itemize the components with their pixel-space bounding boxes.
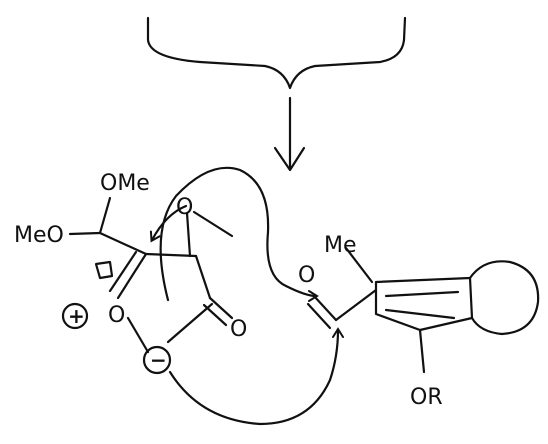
curly-brace [146, 16, 407, 90]
bond-c3-o-double-a [208, 296, 234, 320]
label-me: Me [324, 233, 357, 258]
bond-ring-or [418, 328, 426, 374]
plus-charge-circle [61, 302, 89, 330]
fused-ring-circle [468, 260, 540, 336]
plus-charge: + [68, 304, 85, 328]
aromatic-ring [374, 276, 474, 332]
minus-charge-circle [142, 345, 172, 375]
pi-bond-squiggle [94, 260, 114, 280]
curved-arrow-top [159, 166, 319, 302]
aromatic-double-2 [384, 308, 456, 320]
bond-c2-epoxide-o [185, 211, 192, 258]
label-ome: OMe [100, 171, 150, 196]
label-epoxide-o: O [176, 195, 193, 220]
label-or: OR [410, 385, 443, 410]
bond-ring-me [344, 246, 374, 284]
bond-ringo-c3 [126, 316, 150, 354]
bond-ketone-c-o-b [306, 302, 332, 330]
bond-ketone-c-o [312, 294, 338, 322]
curved-arrow-bottom [168, 327, 344, 426]
bond-epoxide-o-c [192, 210, 234, 238]
bond-c1-o-double-a [116, 252, 148, 300]
bond-c-c1 [98, 231, 148, 256]
bond-c1-o-double-b [108, 250, 138, 293]
label-ketone-o: O [298, 263, 315, 288]
label-ring-o: O [108, 303, 125, 328]
bond-c-ome [98, 196, 112, 235]
bond-meo-c [68, 231, 102, 236]
minus-charge: − [150, 348, 167, 372]
bond-o-minus-c3 [166, 302, 214, 344]
label-meo: MeO [14, 223, 64, 248]
label-lactone-o: O [230, 317, 247, 342]
curved-arrow-c1 [149, 204, 188, 243]
aromatic-double-1 [384, 290, 460, 298]
bond-ketone-c-ring [334, 288, 378, 322]
bond-c1-c2 [144, 252, 198, 258]
reaction-arrow-head [273, 146, 306, 172]
bond-c2-c3 [194, 254, 212, 300]
